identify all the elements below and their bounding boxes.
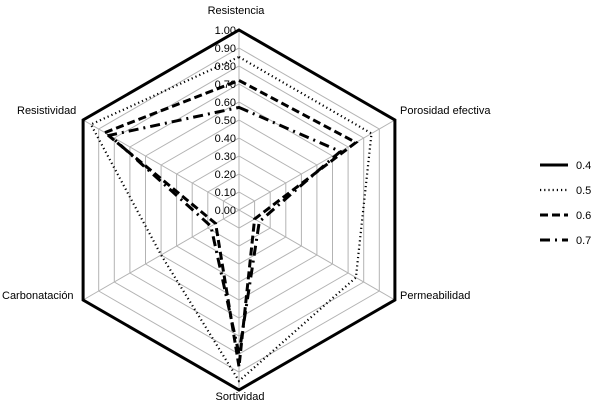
axis-label-resistencia: Resistencia	[208, 5, 266, 17]
series-line-0-5	[89, 55, 373, 383]
axis-labels: Resistencia Porosidad efectiva Permeabil…	[2, 5, 491, 403]
tick-label: 0.30	[215, 151, 236, 163]
grid-spoke-4	[82, 209, 240, 301]
radial-tick-labels: 0.000.100.200.300.400.500.600.700.800.90…	[215, 25, 236, 217]
tick-label: 0.60	[215, 97, 236, 109]
grid-spoke-1	[238, 119, 396, 211]
radar-series	[81, 28, 397, 392]
legend: 0.4 0.5 0.6 0.7	[540, 160, 591, 247]
tick-label: 0.40	[215, 133, 236, 145]
tick-label: 0.90	[215, 43, 236, 55]
legend-label: 0.5	[576, 185, 591, 197]
tick-label: 0.50	[215, 115, 236, 127]
axis-label-resistividad: Resistividad	[17, 105, 76, 117]
tick-label: 0.00	[215, 205, 236, 217]
grid-spoke-2	[238, 209, 396, 301]
legend-label: 0.7	[576, 235, 591, 247]
tick-label: 0.80	[215, 61, 236, 73]
series-line-0-7	[106, 105, 344, 355]
legend-label: 0.4	[576, 160, 591, 172]
legend-label: 0.6	[576, 210, 591, 222]
tick-label: 0.10	[215, 187, 236, 199]
series-line-0-6	[101, 78, 359, 367]
axis-label-sortividad: Sortividad	[216, 391, 265, 403]
axis-label-permeabilidad: Permeabilidad	[400, 290, 470, 302]
series-line-0-4	[81, 28, 397, 392]
tick-label: 0.20	[215, 169, 236, 181]
axis-label-carbonatacion: Carbonatación	[2, 290, 74, 302]
radar-grid	[82, 29, 396, 391]
axis-label-porosidad-efectiva: Porosidad efectiva	[400, 105, 491, 117]
